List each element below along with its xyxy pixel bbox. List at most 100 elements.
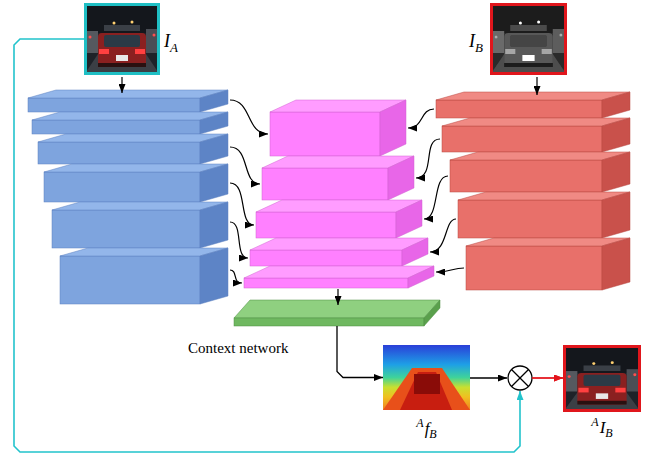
multiply-symbol [512,370,529,387]
math-sup: A [591,415,598,429]
decoder [396,200,422,238]
decoder [270,112,380,156]
context-slab [424,300,440,326]
connector-segment [14,39,520,452]
encoder-a [200,90,228,112]
math-sup: A [416,416,423,430]
encoder-a [38,134,228,142]
decoder [256,200,422,212]
encoder-b [602,92,630,118]
output-image [563,345,641,412]
decoder [250,250,402,266]
encoder-a [200,134,228,164]
decoder [262,156,414,168]
feature-arrows [424,176,448,219]
feature-arrows [230,222,248,258]
encoder-a [52,202,228,210]
math-sub: B [429,427,436,441]
encoder-a [28,90,228,304]
encoder-b [436,100,602,118]
image-b [490,3,567,75]
encoder-a [200,112,228,134]
encoder-a [200,202,228,248]
node-label: AfB [383,417,470,440]
feature-arrows [408,109,434,128]
connector-segment [337,326,383,378]
encoder-a [60,256,200,304]
connector-segment [532,377,563,378]
encoder-a [44,172,200,202]
decoder [262,168,388,200]
encoder-b [442,126,602,152]
flow-field: AfB [383,345,470,410]
encoder-b [458,192,630,200]
math-main: I [600,418,606,437]
context-slab [234,300,440,318]
image-b [490,3,567,75]
input-image: IB [490,3,567,75]
output-image [563,345,641,412]
flow-connector [337,326,383,378]
context-slab [234,300,440,326]
encoder-a [52,210,200,248]
feature-arrows [536,77,537,95]
encoder-a [200,248,228,304]
encoder-b [442,118,630,126]
encoder-b [458,200,602,238]
flow-image [383,345,470,410]
math-main: I [164,31,170,51]
encoder-a [60,248,228,256]
feature-arrows [230,183,254,225]
flow-image [414,374,440,394]
encoder-b [436,92,630,100]
encoder-b [602,152,630,192]
flow-image [383,345,470,410]
feature-arrows [337,289,338,305]
decoder [244,278,408,288]
decoder [388,156,414,200]
encoder-a [32,120,200,134]
encoder-b [602,118,630,152]
multiply-symbol [508,366,532,390]
decoder [244,266,434,278]
flow-connector [14,39,563,452]
math-sub: B [475,40,483,55]
encoder-b [450,152,630,160]
decoder [250,238,428,250]
feature-arrows [436,268,464,272]
encoder-b [466,246,602,290]
feature-arrows [230,100,268,134]
encoder-a [32,112,228,120]
decoder [408,266,434,288]
multiply-symbol [512,370,529,387]
node-label: IA [164,32,178,54]
warped-image: AIB [563,345,641,412]
decoder [256,212,396,238]
math-main: f [425,419,430,438]
feature-arrows [230,147,260,184]
flow-image [383,368,470,410]
feature-arrows [122,77,537,305]
feature-arrows [416,139,440,178]
image-a [84,3,160,75]
decoder [402,238,428,266]
multiply-symbol [508,366,532,390]
encoder-b [602,238,630,290]
encoder-a [38,142,200,164]
flow-image [400,372,452,410]
feature-arrows [430,219,456,252]
node-label: IB [469,32,483,54]
math-sub: A [170,40,178,55]
node-label: Context network [188,341,288,356]
encoder-a [44,164,228,172]
encoder-b [602,192,630,238]
context-slab [234,318,424,326]
encoder-a [200,164,228,202]
decoder [244,100,434,288]
node-caption: Context network [188,340,288,356]
node-label: AIB [566,416,638,439]
